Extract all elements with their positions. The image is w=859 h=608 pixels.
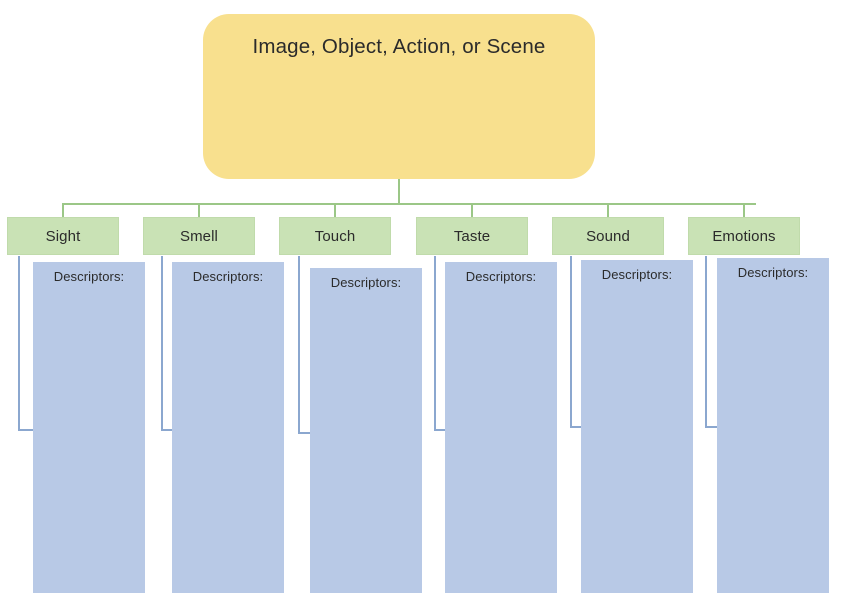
descriptor-elbow-horizontal	[18, 429, 33, 431]
descriptor-label: Descriptors:	[330, 275, 402, 290]
branch-drop-connector	[334, 203, 336, 218]
root-node-label: Image, Object, Action, or Scene	[252, 35, 546, 58]
descriptor-box-smell[interactable]: Descriptors:	[172, 262, 284, 593]
descriptor-elbow-vertical	[18, 256, 20, 429]
branch-drop-connector	[607, 203, 609, 218]
branch-drop-connector	[743, 203, 745, 218]
descriptor-label: Descriptors:	[465, 269, 537, 284]
descriptor-label: Descriptors:	[53, 269, 125, 284]
root-node[interactable]: Image, Object, Action, or Scene	[203, 14, 595, 179]
category-box-touch[interactable]: Touch	[279, 217, 391, 255]
descriptor-box-sight[interactable]: Descriptors:	[33, 262, 145, 593]
descriptor-elbow-horizontal	[298, 432, 310, 434]
descriptor-elbow-vertical	[434, 256, 436, 429]
descriptor-box-taste[interactable]: Descriptors:	[445, 262, 557, 593]
descriptor-box-emotions[interactable]: Descriptors:	[717, 258, 829, 593]
descriptor-elbow-horizontal	[705, 426, 717, 428]
branch-drop-connector	[62, 203, 64, 218]
category-box-smell[interactable]: Smell	[143, 217, 255, 255]
category-box-taste[interactable]: Taste	[416, 217, 528, 255]
descriptor-label: Descriptors:	[601, 267, 673, 282]
descriptor-elbow-vertical	[161, 256, 163, 429]
descriptor-elbow-vertical	[570, 256, 572, 426]
descriptor-box-sound[interactable]: Descriptors:	[581, 260, 693, 593]
category-box-emotions[interactable]: Emotions	[688, 217, 800, 255]
descriptor-elbow-vertical	[705, 256, 707, 426]
category-label: Smell	[179, 227, 218, 245]
category-label: Sound	[586, 227, 630, 245]
category-box-sound[interactable]: Sound	[552, 217, 664, 255]
category-label: Sight	[45, 227, 81, 245]
descriptor-elbow-horizontal	[570, 426, 581, 428]
descriptor-elbow-horizontal	[434, 429, 445, 431]
category-label: Emotions	[712, 227, 776, 245]
branch-drop-connector	[471, 203, 473, 218]
descriptor-label: Descriptors:	[737, 265, 809, 280]
descriptor-label: Descriptors:	[192, 269, 264, 284]
branch-drop-connector	[198, 203, 200, 218]
descriptor-elbow-vertical	[298, 256, 300, 432]
root-stem-connector	[398, 179, 400, 204]
descriptor-elbow-horizontal	[161, 429, 172, 431]
descriptor-box-touch[interactable]: Descriptors:	[310, 268, 422, 593]
branch-bus-connector	[62, 203, 756, 205]
category-label: Touch	[314, 227, 356, 245]
category-box-sight[interactable]: Sight	[7, 217, 119, 255]
category-label: Taste	[453, 227, 491, 245]
